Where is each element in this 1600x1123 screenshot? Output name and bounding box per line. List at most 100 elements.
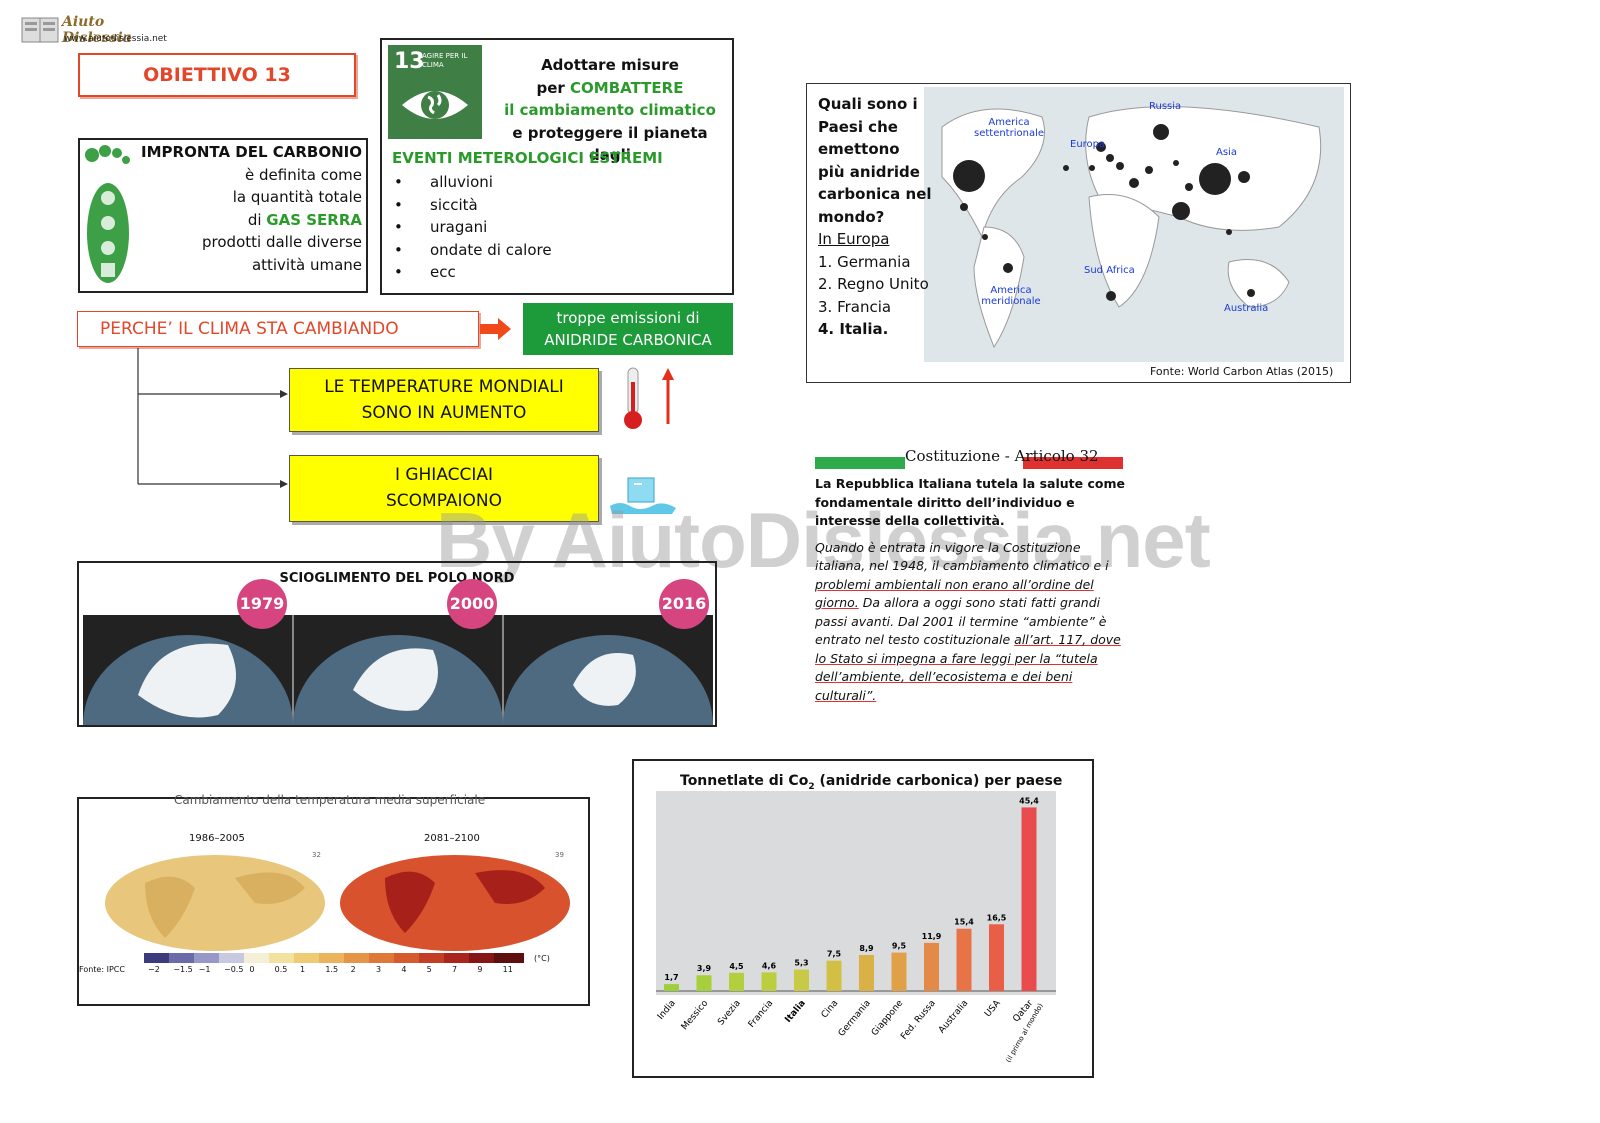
bar-australia [956, 928, 972, 991]
map-label-europe: Europa [1070, 139, 1106, 150]
bar-value-label: 8,9 [859, 944, 874, 953]
ranking-item-italy: 4. Italia. [818, 320, 889, 338]
bar-value-label: 45,4 [1019, 796, 1039, 805]
bar-value-label: 15,4 [954, 918, 974, 927]
co2-emissions-box: troppe emissioni di ANIDRIDE CARBONICA [523, 303, 733, 355]
sdg-line2-pre: per [536, 78, 571, 97]
world-map-svg [941, 106, 1322, 349]
bar-value-label: 9,5 [892, 942, 907, 951]
constitution-p1a: Quando è entrata in vigore la Costituzio… [815, 539, 1109, 574]
bar-francia [761, 972, 777, 991]
temperature-line2: SONO IN AUMENTO [361, 403, 527, 423]
co2-line1: troppe emissioni di [556, 309, 700, 327]
scale-tick-label: 0 [249, 965, 255, 974]
question-line: più anidride [818, 162, 920, 181]
category-label: Italia [783, 999, 807, 1025]
category-label: Cina [820, 999, 841, 1021]
logo-title: Aiuto Dislessia [62, 14, 132, 46]
emitters-question: Quali sono i Paesi che emettono più anid… [818, 93, 932, 341]
temperature-line1: LE TEMPERATURE MONDIALI [324, 377, 564, 397]
why-climate-changing: PERCHE’ IL CLIMA STA CAMBIANDO [77, 311, 479, 347]
event-item: alluvioni [392, 171, 552, 194]
sdg-number: 13 [394, 49, 425, 74]
temp-map-number: 39 [555, 851, 564, 859]
co2-bar-chart: 1,7India3,9Messico4,5Svezia4,6Francia5,3… [656, 791, 1056, 1064]
period-label: 1986–2005 [189, 833, 245, 844]
constitution-underline1: problemi ambientali non erano all’ordine… [815, 576, 1094, 611]
north-pole-title: SCIOGLIMENTO DEL POLO NORD [279, 571, 515, 586]
bar-svezia [729, 972, 744, 991]
question-line: Paesi che [818, 117, 898, 136]
world-map: America settentrionale Russia Europa Asi… [924, 87, 1344, 362]
carbon-line: prodotti dalle diverse [202, 233, 362, 251]
temp-map-source: Fonte: IPCC [79, 965, 125, 974]
constitution-bold-text: La Repubblica Italiana tutela la salute … [815, 476, 1125, 528]
scale-tick-label: 5 [426, 965, 432, 974]
question-line: Quali sono i [818, 95, 918, 113]
chart-title: Tonnetlate di Co2 (anidride carbonica) p… [680, 773, 1062, 792]
temperature-rising-box: LE TEMPERATURE MONDIALI SONO IN AUMENTO [289, 368, 599, 432]
bar-value-label: 11,9 [922, 932, 942, 941]
arctic-globes [83, 615, 713, 725]
carbon-line3-pre: di [247, 210, 267, 229]
event-item: ecc [392, 261, 552, 284]
category-label: Giappone [870, 998, 906, 1038]
bar-value-label: 4,5 [729, 962, 744, 971]
scale-tick-label: 1 [300, 965, 306, 974]
map-label-russia: Russia [1149, 101, 1182, 112]
site-logo: Aiuto Dislessia www.aiutodislessia.net [20, 12, 170, 48]
category-label: Germania [837, 999, 873, 1039]
carbon-line: la quantità totale [232, 188, 362, 206]
question-line: mondo? [818, 207, 885, 226]
category-label: Svezia [716, 999, 743, 1028]
scale-tick-label: −1 [198, 965, 211, 974]
bar-value-label: 3,9 [697, 964, 712, 973]
bar-messico [696, 975, 712, 991]
sdg13-badge: 13 AGIRE PER IL CLIMA [388, 45, 482, 139]
sdg-line3: il cambiamento climatico [504, 101, 716, 119]
carbon-definition: IMPRONTA DEL CARBONIO è definita come la… [140, 141, 362, 276]
chart-title-sub: 2 [808, 781, 815, 792]
glaciers-disappearing-box: I GHIACCIAI SCOMPAIONO [289, 455, 599, 522]
events-title: EVENTI METEROLOGICI ESTREMI [392, 149, 663, 167]
bar-giappone [891, 952, 907, 991]
sdg-line4: e proteggere il pianeta dagli [512, 123, 708, 165]
temperature-maps [105, 855, 570, 951]
constitution-title: Costituzione - Articolo 32 [905, 447, 1099, 465]
bar-germania [859, 955, 874, 991]
map-label-asia: Asia [1216, 147, 1237, 158]
events-list: alluvioni siccità uragani ondate di calo… [392, 171, 552, 284]
flag-green-stripe [815, 457, 905, 469]
constitution-header: Costituzione - Articolo 32 [815, 447, 1123, 469]
temp-map-title: Cambiamento della temperatura media supe… [174, 793, 486, 807]
bar-italia [794, 969, 809, 991]
temp-map-number: 32 [312, 851, 321, 859]
map-label-south-america: America meridionale [981, 285, 1041, 307]
bar-usa [989, 924, 1004, 991]
sdg-icon-text: AGIRE PER IL CLIMA [422, 52, 468, 69]
sdg-line2: per COMBATTERE [490, 77, 730, 100]
co2-chart-box: Tonnetlate di Co2 (anidride carbonica) p… [632, 759, 1094, 1078]
scale-tick-label: 0.5 [274, 965, 288, 974]
bar-cina [826, 960, 842, 991]
world-emissions-map-box [806, 83, 1351, 383]
map-label-north-america: America settentrionale [973, 117, 1045, 139]
event-item: uragani [392, 216, 552, 239]
bar-value-label: 1,7 [664, 973, 678, 982]
year-badge: 2016 [659, 579, 709, 629]
carbon-footprint-box [78, 138, 368, 293]
sdg-description: Adottare misure per COMBATTERE il cambia… [490, 54, 730, 167]
scale-tick-label: −1.5 [173, 965, 193, 974]
carbon-line: attività umane [251, 255, 362, 274]
scale-tick-label: 11 [502, 965, 513, 974]
year-badge: 2000 [447, 579, 497, 629]
question-line: emettono [818, 140, 900, 158]
eye-earth-icon [402, 91, 468, 119]
ranking-item: 3. Francia [818, 297, 892, 316]
scale-tick-label: 9 [477, 965, 483, 974]
logo-url: www.aiutodislessia.net [64, 34, 167, 44]
sdg-line2-highlight: COMBATTERE [570, 78, 684, 97]
bar-india [664, 984, 679, 991]
europe-ranking-title: In Europa [818, 230, 890, 248]
